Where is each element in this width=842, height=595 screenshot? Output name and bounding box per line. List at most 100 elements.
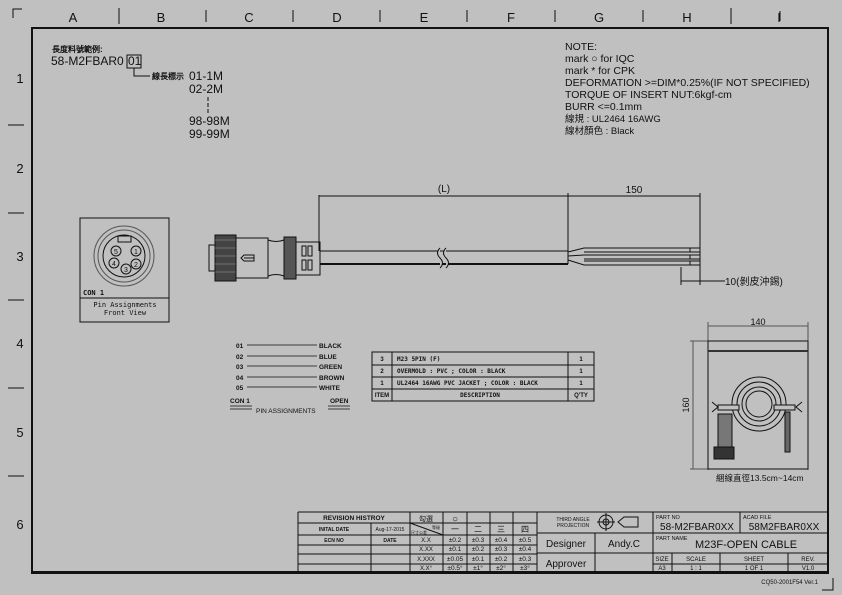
- bom-header-item: ITEM: [375, 393, 389, 399]
- bom-item: 1: [380, 381, 384, 387]
- row-label: 5: [16, 425, 23, 440]
- acad-file: 58M2FBAR0XX: [749, 522, 820, 533]
- wire-color: WHITE: [319, 385, 341, 392]
- rev-label: REV.: [801, 557, 815, 563]
- coil-diameter-label: 綑線直徑13.5cm~14cm: [716, 473, 804, 483]
- scale-label: SCALE: [686, 557, 706, 563]
- column-label: E: [420, 10, 429, 25]
- tolerance-dimension: X.X°: [420, 566, 433, 572]
- pin-id: 04: [236, 375, 244, 382]
- note-line: BURR <=0.1mm: [565, 101, 642, 113]
- part-no: 58-M2FBAR0XX: [660, 522, 734, 533]
- tolerance-dimension: X.X: [421, 538, 431, 544]
- package-height-dimension: 160: [681, 397, 691, 412]
- wire-color: BLUE: [319, 354, 337, 361]
- grade-label: 等級: [432, 524, 440, 530]
- designer-label: Designer: [546, 539, 587, 550]
- acad-file-label: ACAD FILE: [743, 515, 772, 521]
- length-code-example: 長度料號範例: 58-M2FBAR0 01 線長標示 01-1M 02-2M 9…: [51, 44, 230, 141]
- pin-number: 3: [124, 267, 128, 274]
- length-code: 01-1M: [189, 69, 223, 83]
- pin-id: 02: [236, 354, 244, 361]
- notes-title: NOTE:: [565, 41, 597, 53]
- column-label: G: [594, 10, 604, 25]
- length-code: 99-99M: [189, 127, 230, 141]
- designer-name: Andy.C: [608, 539, 640, 550]
- tolerance-value: ±0.4: [495, 537, 508, 544]
- tolerance-value: ±0.1: [449, 546, 462, 553]
- tolerance-dimension: X.XX: [419, 547, 433, 553]
- pin-id: 03: [236, 364, 244, 371]
- bom-description: UL2464 16AWG PVC JACKET ; COLOR : BLACK: [397, 380, 538, 387]
- part-name: M23F-OPEN CABLE: [695, 539, 797, 551]
- pin-number: 1: [134, 249, 138, 256]
- tolerance-value: ±0.2: [495, 556, 508, 563]
- length-code-box: 01: [128, 54, 142, 68]
- part-no-label: PART NO: [656, 515, 681, 521]
- grade: 四: [521, 525, 529, 534]
- bom-qty: 1: [579, 357, 583, 363]
- bom-item: 2: [380, 369, 384, 375]
- bom-qty: 1: [579, 381, 583, 387]
- grade: 一: [451, 525, 459, 534]
- grade: 二: [474, 525, 482, 534]
- column-label: C: [244, 10, 253, 25]
- tolerance-value: ±0.1: [472, 556, 485, 563]
- note-line: 線材顏色 : Black: [565, 125, 634, 137]
- check-mark: ○: [452, 514, 458, 525]
- date-label: DATE: [383, 538, 397, 544]
- pin-id: 05: [236, 385, 244, 392]
- column-label: B: [157, 10, 166, 25]
- form-number: CQ50-2001F54 Ver.1: [761, 580, 818, 586]
- part-name-label: PART NAME: [656, 536, 688, 542]
- title-block: THIRD ANGLE PROJECTION PART NO 58-M2FBAR…: [537, 512, 829, 586]
- tolerance-value: ±1°: [473, 564, 483, 572]
- tolerance-value: ±0.2: [472, 546, 485, 553]
- initial-date: Aug-17-2015: [376, 527, 405, 533]
- tolerance-value: ±3°: [520, 564, 530, 572]
- tolerance-value: ±2°: [496, 564, 506, 572]
- row-label: 1: [16, 71, 23, 86]
- scale-value: 1 : 1: [690, 566, 702, 572]
- column-label: D: [332, 10, 341, 25]
- cable-length-dimension: (L): [438, 184, 450, 195]
- tolerance-value: ±0.4: [519, 546, 532, 553]
- wire-color: BROWN: [319, 375, 345, 382]
- row-label: 4: [16, 336, 23, 351]
- bill-of-materials: 3 M23 5PIN (F) 1 2 OVERMOLD : PVC ; COLO…: [371, 351, 595, 402]
- bom-description: M23 5PIN (F): [397, 356, 440, 363]
- check-label: 勾選: [419, 514, 433, 523]
- tolerance-value: ±0.2: [449, 537, 462, 544]
- bom-qty: 1: [579, 369, 583, 375]
- connector-front-view: 1 2 3 4 5 CON 1 Pin Assignments Front Vi…: [79, 217, 170, 323]
- grade: 三: [497, 525, 505, 534]
- length-code-label: 長度料號範例:: [52, 44, 103, 54]
- pin-number: 4: [112, 261, 116, 268]
- tolerance-value: ±0.3: [472, 537, 485, 544]
- caption: Pin Assignments: [93, 301, 156, 309]
- note-line: TORQUE OF INSERT NUT:6kgf-cm: [565, 89, 732, 101]
- pin-id: 01: [236, 343, 244, 350]
- strip-length-dimension: 10(剝皮沖錫): [725, 275, 783, 288]
- dimension-label: 尺寸公差: [411, 529, 427, 535]
- size-value: A3: [658, 566, 666, 572]
- ecn-label: ECN NO: [324, 538, 344, 544]
- cable-side-view: (L) 150 10(剝皮沖錫): [208, 184, 783, 288]
- code-label: 線長標示: [152, 71, 184, 81]
- bom-header-qty: Q'TY: [574, 393, 588, 399]
- lead-length-dimension: 150: [626, 185, 643, 196]
- length-code: 02-2M: [189, 82, 223, 96]
- approver-label: Approver: [546, 559, 587, 570]
- revision-title: REVISION HISTROY: [323, 515, 385, 522]
- package-width-dimension: 140: [750, 317, 765, 327]
- column-label: F: [507, 10, 515, 25]
- column-label: I: [777, 10, 781, 25]
- part-number-prefix: 58-M2FBAR0: [51, 54, 124, 68]
- note-line: mark * for CPK: [565, 65, 635, 77]
- tolerance-value: ±0.3: [495, 546, 508, 553]
- length-code: 98-98M: [189, 114, 230, 128]
- sheet-value: 1 OF 1: [745, 566, 764, 572]
- third-angle-projection-icon: [597, 513, 639, 531]
- pin-number: 5: [114, 249, 118, 256]
- sheet-label: SHEET: [744, 557, 764, 563]
